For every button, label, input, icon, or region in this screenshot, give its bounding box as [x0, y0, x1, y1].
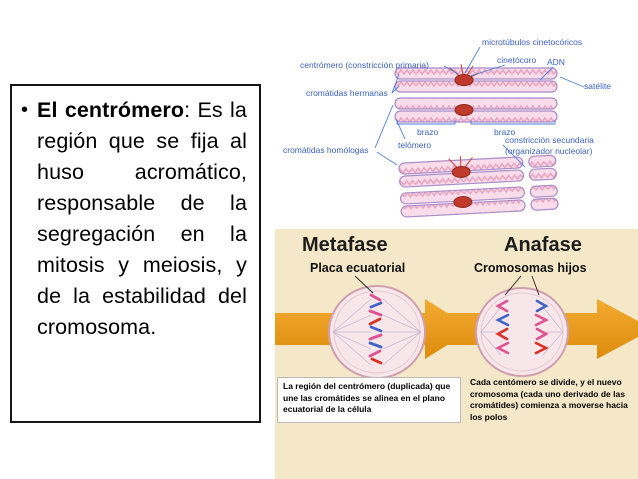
metafase-cell [328, 285, 426, 379]
separating-chromosomes [495, 299, 549, 355]
centromere-dot [454, 104, 474, 116]
label-adn: ADN [547, 57, 565, 67]
chromosome-diagram [374, 46, 585, 218]
label-brazo-der: brazo [494, 127, 516, 137]
metafase-title: Metafase [302, 234, 388, 256]
definition-term: El centrómero [37, 98, 185, 122]
anafase-title: Anafase [504, 234, 582, 256]
definition-text: El centrómero: Es la región que se fija … [37, 95, 247, 343]
definition-body: : Es la región que se fija al huso acrom… [37, 98, 247, 339]
anafase-caption: Cada centómero se divide, y el nuevo cro… [470, 377, 628, 422]
centromere-dot [453, 195, 473, 208]
satellite-segment [528, 167, 558, 181]
mitosis-panel [275, 229, 638, 479]
label-cinetocoro: cinetócoro [497, 55, 537, 65]
mitosis-illustration [275, 275, 638, 379]
centromere-dot [451, 166, 471, 179]
chromosome-pair-bottom [398, 154, 559, 218]
definition-box: • El centrómero: Es la región que se fij… [10, 84, 261, 423]
label-satelite: satélite [584, 81, 611, 91]
label-brazo-izq: brazo [417, 127, 439, 137]
spindle-fibers [332, 298, 422, 366]
satellite-segment [530, 197, 559, 211]
label-cromatidas-hermanas: cromátidas hermanas [306, 88, 388, 98]
bullet-marker: • [21, 99, 29, 121]
metafase-sublabel: Placa ecuatorial [310, 261, 406, 275]
label-connector-lines [374, 46, 585, 168]
aligned-chromosomes [368, 293, 383, 365]
sublabel-pointer-lines [354, 275, 540, 296]
label-cromatidas-homologas: cromátidas homólogas [283, 145, 369, 155]
label-constriccion-secundaria: constricción secundaria (organizador nuc… [505, 135, 594, 156]
anafase-sublabel: Cromosomas hijos [474, 261, 587, 275]
satellite-segment [529, 184, 558, 198]
chromosome-pair-top [394, 63, 558, 123]
metafase-caption: La región del centrómero (duplicada) que… [277, 377, 461, 423]
centromere-dot [454, 74, 474, 86]
anafase-cell [475, 287, 569, 377]
label-microtubulos: microtúbulos cinetocóricos [482, 37, 583, 47]
label-telomero: telómero [398, 140, 432, 150]
label-centromero: centrómero (constricción primaria) [300, 60, 429, 70]
bullet-row: • El centrómero: Es la región que se fij… [21, 95, 247, 343]
satellite-segment [528, 154, 557, 168]
spindle-fibers [480, 306, 564, 356]
